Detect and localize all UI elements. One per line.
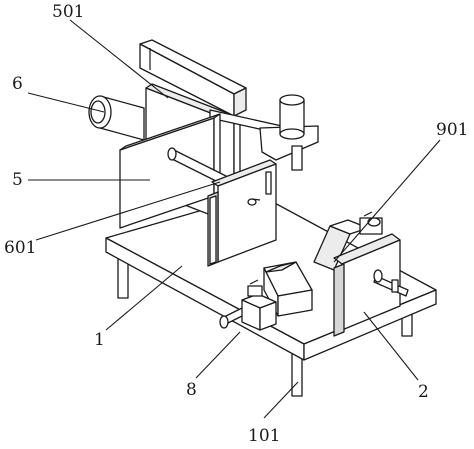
motor-6: [88, 95, 145, 141]
rear-shaft: [209, 94, 319, 171]
label-6: 6: [12, 74, 23, 94]
label-901: 901: [436, 120, 469, 140]
adjuster-8: [219, 279, 277, 331]
v-block: [263, 261, 313, 317]
label-8: 8: [186, 380, 197, 400]
label-101: 101: [248, 426, 281, 446]
label-1: 1: [94, 330, 105, 350]
label-501: 501: [52, 2, 85, 22]
wedge-901: [313, 219, 369, 271]
label-601: 601: [4, 238, 37, 258]
label-5: 5: [12, 170, 23, 190]
clamp-plate-left: [207, 159, 277, 267]
clamp-plate-2: [333, 211, 409, 337]
leader-lines: [27, 19, 441, 419]
label-2: 2: [418, 382, 429, 402]
